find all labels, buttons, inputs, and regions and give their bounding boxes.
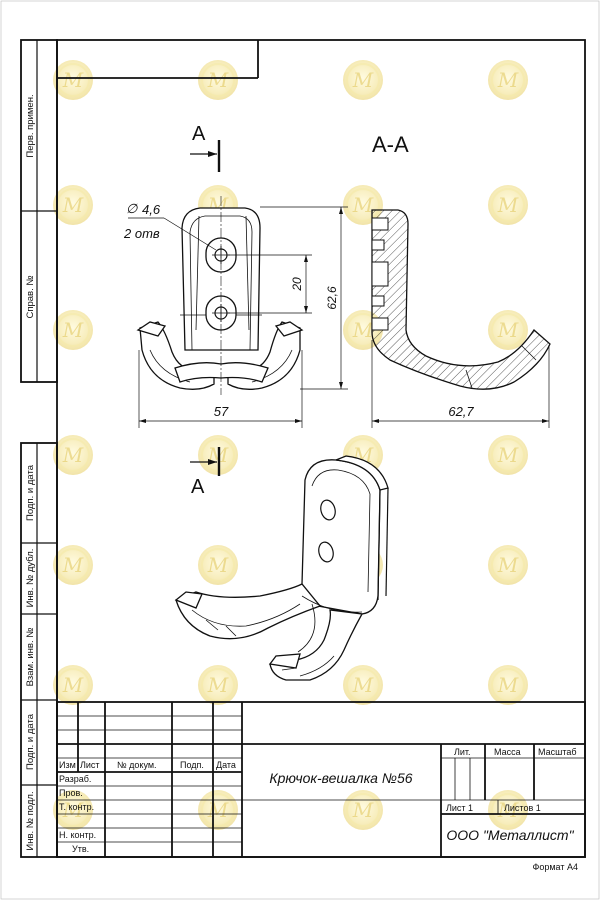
svg-text:M: M (62, 673, 84, 697)
drawing-title: Крючок-вешалка №56 (269, 770, 412, 786)
height-label: 62,6 (325, 286, 339, 310)
watermark-seal: M (52, 544, 94, 586)
svg-text:M: M (497, 68, 519, 92)
left-side-columns (20, 39, 58, 858)
watermark-seal: M (52, 59, 94, 101)
side-label-sign-date-1: Подп. и дата (25, 464, 36, 521)
watermark-seal: M (197, 664, 239, 706)
side-label-dup-inv-no: Инв. № дубл. (25, 549, 36, 608)
watermark-seal: M (342, 59, 384, 101)
svg-text:M: M (62, 798, 84, 822)
col-header-change: Изм (59, 760, 76, 770)
hole-diameter-label: 4,6 (142, 202, 161, 217)
svg-text:M: M (62, 443, 84, 467)
front-dimensions (128, 206, 348, 428)
svg-text:M: M (497, 553, 519, 577)
svg-text:M: M (352, 68, 374, 92)
format-label: Формат А4 (533, 862, 578, 872)
svg-text:M: M (352, 673, 374, 697)
side-label-orig-inv-no: Инв. № подл. (25, 791, 36, 850)
svg-text:M: M (352, 193, 374, 217)
sheet-label: Лист 1 (446, 803, 473, 813)
depth-label: 62,7 (448, 404, 474, 419)
row-label-tech-control: Т. контр. (59, 802, 94, 812)
row-label-approved: Утв. (72, 844, 89, 854)
svg-text:M: M (352, 318, 374, 342)
section-letter-top: А (192, 123, 206, 145)
watermark-seal: M (52, 434, 94, 476)
watermark-seal: M (52, 664, 94, 706)
svg-text:M: M (207, 673, 229, 697)
watermark-seal: M (197, 789, 239, 831)
side-label-replaced-inv-no: Взам. инв. № (25, 628, 36, 687)
lit-label: Лит. (454, 747, 471, 757)
isometric-view (174, 455, 389, 681)
row-label-checked: Пров. (59, 788, 83, 798)
watermark-seal: M (487, 184, 529, 226)
watermark-seal: M (52, 184, 94, 226)
watermark-seal: M (197, 59, 239, 101)
mass-label: Масса (494, 747, 521, 757)
title-block (56, 701, 586, 858)
watermark-pattern: MMMMMMMMMMMMMMMMMMMMMMMMMMMM (52, 59, 529, 831)
section-dimensions (371, 340, 550, 428)
watermark-seal: M (487, 309, 529, 351)
diameter-symbol: ∅ (126, 201, 138, 216)
col-header-sheet: Лист (80, 760, 100, 770)
svg-text:M: M (207, 68, 229, 92)
svg-text:M: M (207, 798, 229, 822)
col-header-date: Дата (216, 760, 236, 770)
organization-name: ООО "Металлист" (446, 827, 574, 843)
hole-count-label: 2 отв (123, 226, 160, 241)
watermark-seal: M (52, 309, 94, 351)
svg-text:M: M (207, 553, 229, 577)
svg-text:M: M (497, 318, 519, 342)
svg-text:M: M (497, 673, 519, 697)
section-marker-top (190, 140, 221, 172)
side-label-reference-no: Справ. № (25, 275, 36, 318)
watermark-seal: M (487, 59, 529, 101)
watermark-seal: M (342, 184, 384, 226)
watermark-seal: M (342, 664, 384, 706)
svg-text:M: M (62, 68, 84, 92)
top-reference-box (57, 40, 259, 79)
section-marker-bottom (190, 447, 221, 476)
svg-text:M: M (62, 553, 84, 577)
col-header-signature: Подп. (180, 760, 204, 770)
hole-spacing-label: 20 (290, 277, 304, 292)
scale-label: Масштаб (538, 747, 577, 757)
side-label-sign-date-2: Подп. и дата (25, 713, 36, 770)
watermark-seal: M (487, 789, 529, 831)
watermark-seal: M (487, 544, 529, 586)
sheets-label: Листов 1 (504, 803, 541, 813)
watermark-seal: M (342, 309, 384, 351)
section-letter-bottom: А (191, 476, 205, 498)
svg-text:M: M (497, 443, 519, 467)
svg-text:M: M (497, 798, 519, 822)
svg-text:M: M (62, 193, 84, 217)
row-label-norm-control: Н. контр. (59, 830, 96, 840)
col-header-doc-no: № докум. (117, 760, 157, 770)
row-label-developed: Разраб. (59, 774, 91, 784)
svg-text:M: M (62, 318, 84, 342)
section-view (371, 209, 551, 390)
watermark-seal: M (52, 789, 94, 831)
watermark-seal: M (487, 664, 529, 706)
front-view (136, 207, 304, 390)
svg-text:M: M (497, 193, 519, 217)
width-label: 57 (214, 404, 229, 419)
section-view-title: А-А (372, 132, 409, 157)
watermark-seal: M (342, 789, 384, 831)
side-label-first-use: Перв. примен. (25, 94, 36, 157)
watermark-seal: M (487, 434, 529, 476)
svg-text:M: M (352, 798, 374, 822)
watermark-seal: M (197, 544, 239, 586)
